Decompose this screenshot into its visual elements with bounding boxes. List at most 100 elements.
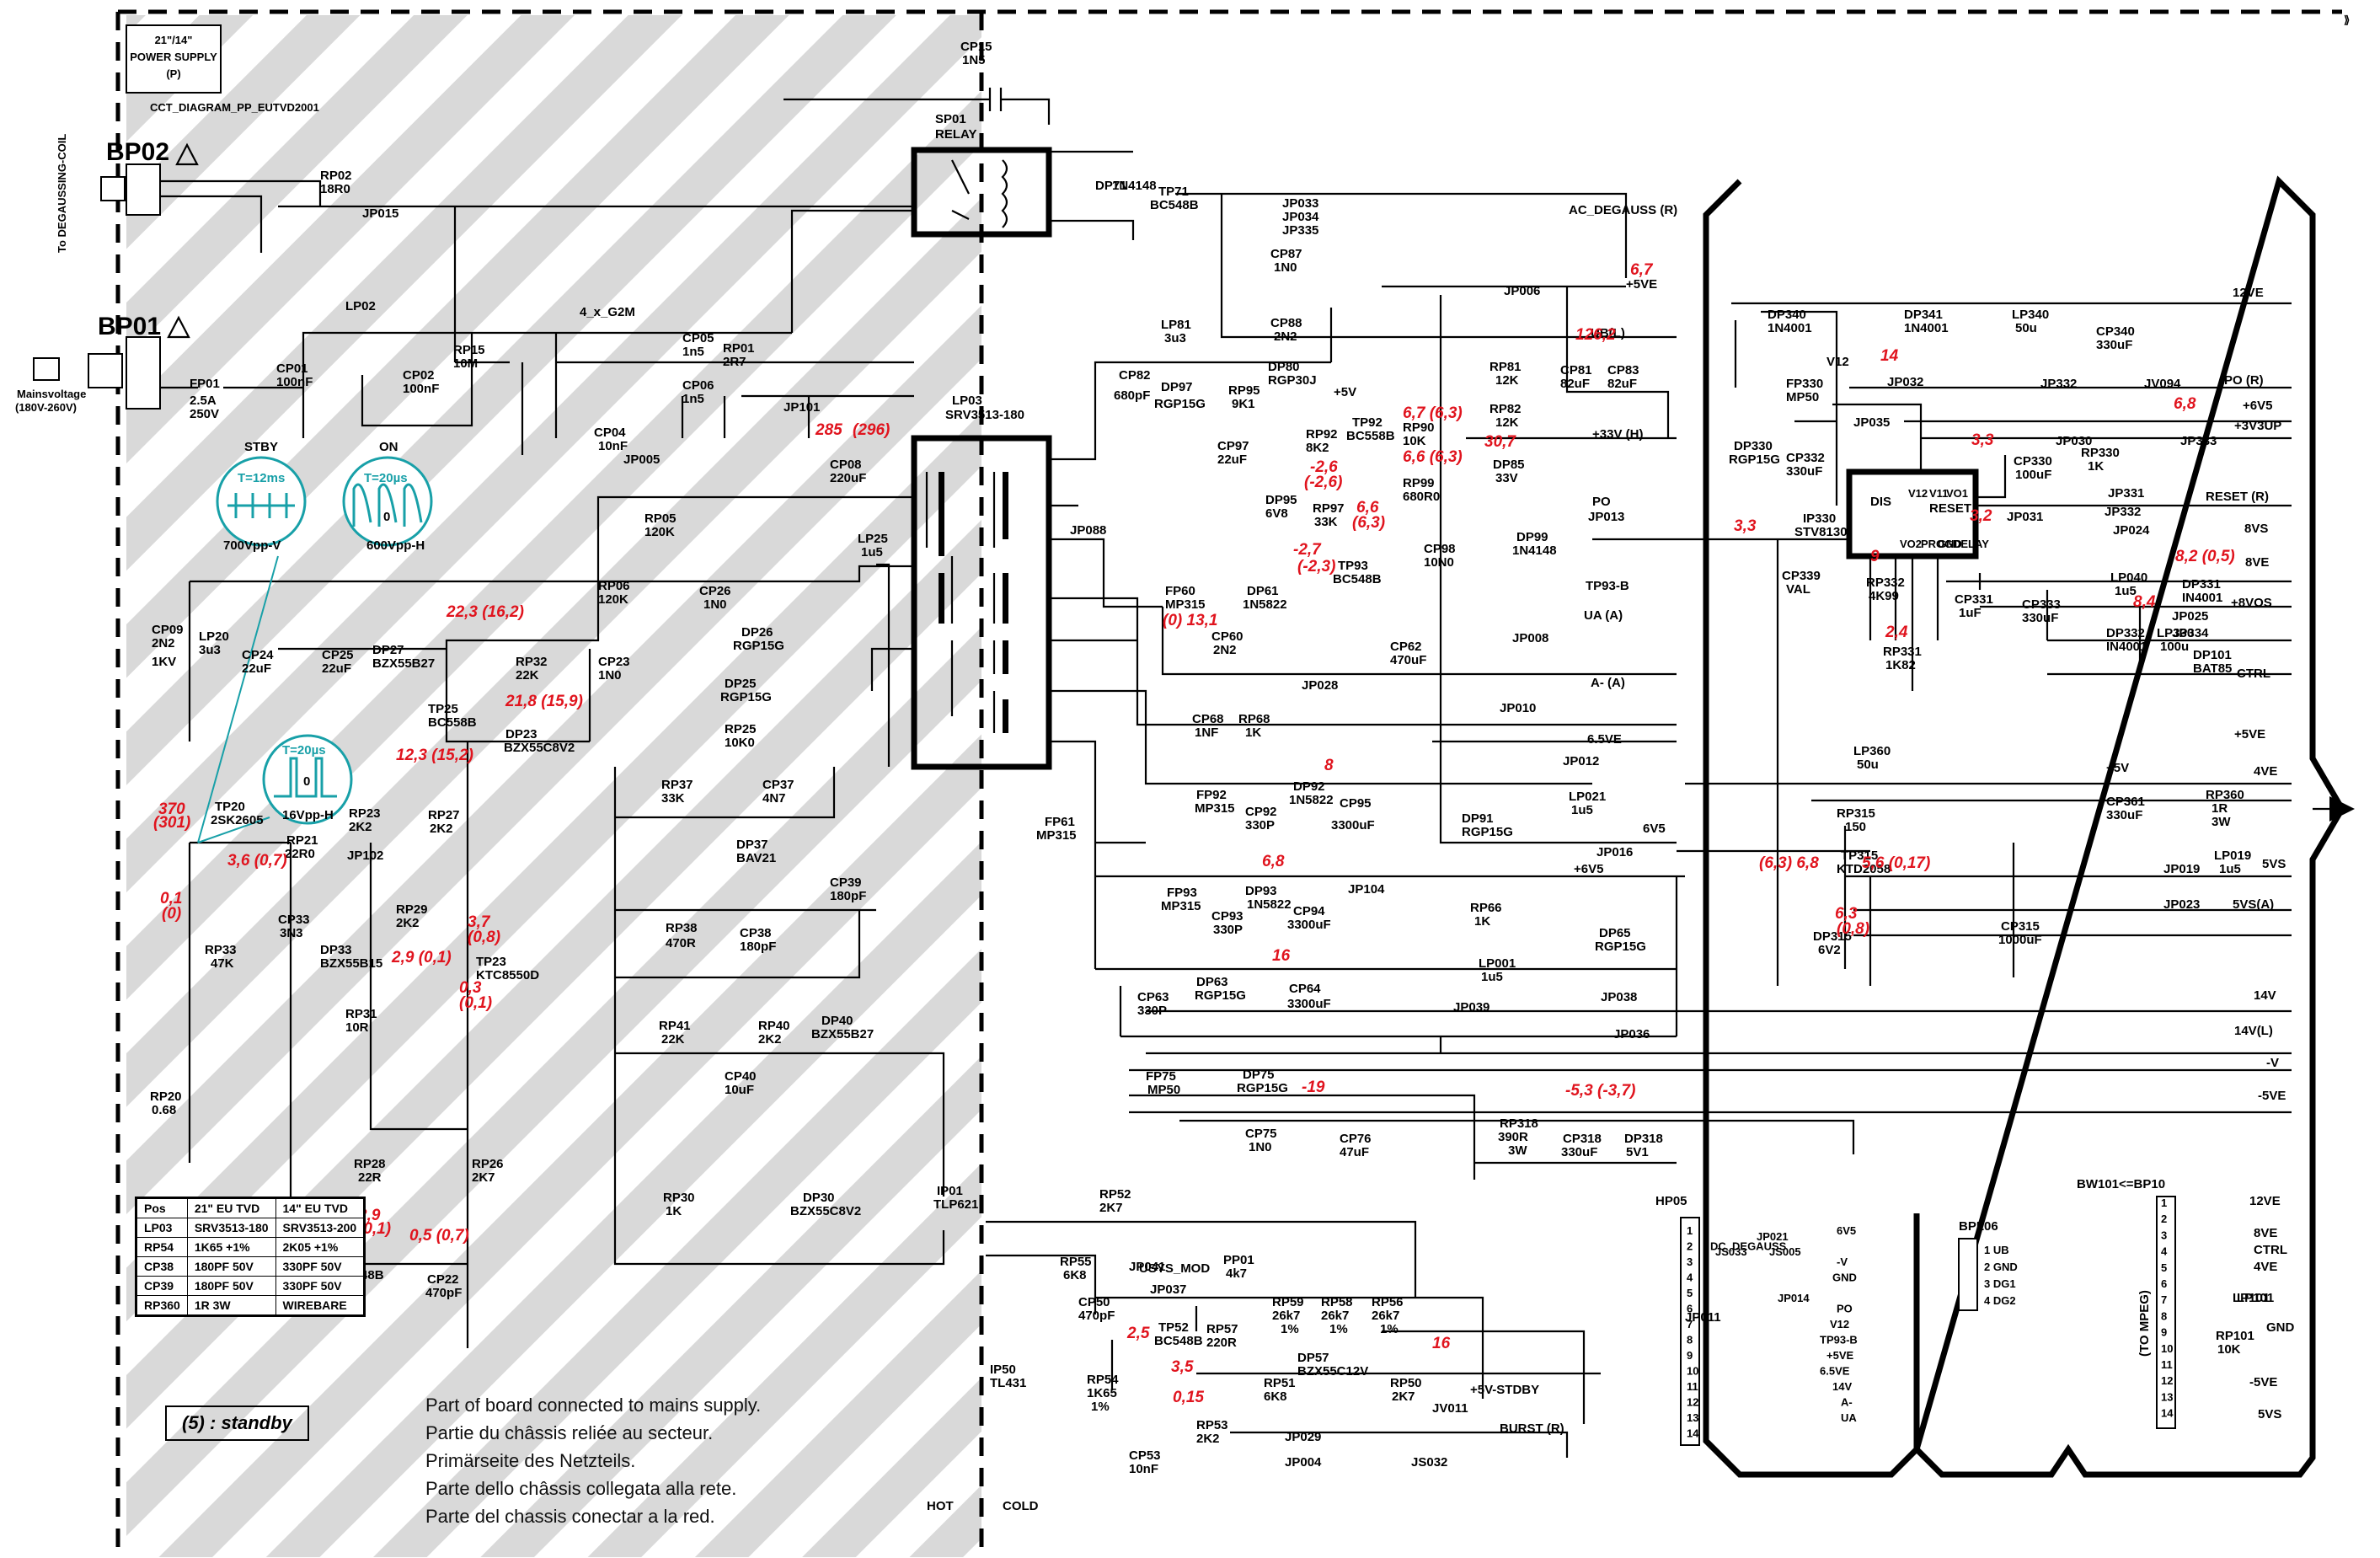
components-cp26: CP26 [699, 584, 731, 598]
jumpers-jp005: JP005 [623, 452, 660, 467]
voltage-measurement: 126,2 [1575, 326, 1616, 344]
components-rp101-val: 10K [2217, 1342, 2241, 1357]
components-pp01: PP01 [1223, 1253, 1254, 1267]
bw101-name: BW101<=BP10 [2077, 1177, 2165, 1191]
components-rp32: RP32 [516, 655, 548, 669]
rails-usys-mod: USYS_MOD [1139, 1261, 1210, 1276]
rails-ctrl: CTRL [2237, 667, 2270, 681]
components-fp92: FP92 [1196, 788, 1227, 802]
ic330-pin-vo2: VO2 [1900, 538, 1922, 550]
components-cp02: CP02 [403, 368, 435, 383]
components-dp26: DP26 [741, 625, 773, 640]
components-rp41-val: 22K [661, 1032, 685, 1047]
components-dp101: DP101 [2193, 648, 2232, 662]
components-rp31-val: 10R [345, 1020, 369, 1035]
components-dp25: DP25 [725, 677, 757, 691]
components-dp97: DP97 [1161, 380, 1193, 394]
components-cp332-val: 330uF [1786, 464, 1822, 479]
voltage-measurement: 2,9 (0,1) [391, 949, 452, 966]
components-rp02-val: 18R0 [320, 182, 350, 196]
voltage-measurement: 370 [158, 800, 185, 818]
jumpers-jp088: JP088 [1070, 523, 1106, 538]
table-cell: 180PF 50V [186, 1276, 276, 1296]
voltage-measurement: 3,3 [1734, 517, 1757, 535]
voltage-measurement: (6,3) 6,8 [1759, 854, 1819, 872]
components-cp330-val: 100uF [2015, 468, 2051, 482]
components-rp315: RP315 [1837, 806, 1875, 821]
components-cp39-val: 180pF [830, 889, 866, 903]
components-rp26: RP26 [472, 1157, 504, 1171]
rails-plus5ve-r: +5VE [2234, 727, 2265, 742]
components-cp33-val: 3N3 [280, 926, 303, 940]
hp05-pin-label: DC_DEGAUSS [1710, 1240, 1787, 1253]
table-cell: RP360 [136, 1295, 188, 1316]
components-cp09-v: 1KV [152, 655, 176, 669]
components-dp25-type: RGP15G [720, 690, 772, 704]
components-cp333-val: 330uF [2022, 611, 2058, 625]
output-arrow-icon [2329, 796, 2355, 822]
components-dp80-type: RGP30J [1268, 373, 1317, 388]
bp01-warning-icon [167, 315, 190, 339]
hp05-pin-label: 14V [1832, 1380, 1852, 1393]
components-cp06-val: 1n5 [682, 392, 704, 406]
components-dp23-type: BZX55C8V2 [504, 741, 575, 755]
ic330-pin-reset: RESET [1929, 501, 1971, 516]
jumpers-jp031: JP031 [2007, 510, 2043, 524]
components-cp23-val: 1N0 [598, 668, 622, 683]
components-dp92-type: 1N5822 [1289, 793, 1334, 807]
voltage-measurement: 8,2 (0,5) [2175, 548, 2235, 565]
components-cp62-val: 470uF [1390, 653, 1426, 667]
components-tp20-type: 2SK2605 [211, 813, 264, 827]
components-rp318-w: 3W [1508, 1143, 1527, 1158]
ic330-pin-gnd: GND [1938, 538, 1962, 550]
components-rp56-tol: 1% [1380, 1322, 1399, 1336]
components-rp02: RP02 [320, 169, 352, 183]
jumpers-jp012: JP012 [1563, 754, 1599, 768]
hp05-jumper: JP014 [1778, 1292, 1810, 1304]
components-rp92-val: 8K2 [1306, 441, 1329, 455]
hp05-pin-label: +5VE [1826, 1349, 1853, 1362]
voltage-measurement: (301) [153, 814, 190, 832]
components-cp76-val: 47uF [1340, 1145, 1369, 1159]
components-cp339-val: VAL [1786, 582, 1810, 597]
components-rp53: RP53 [1196, 1418, 1228, 1432]
components-dp26-type: RGP15G [733, 639, 784, 653]
on-period: T=20µs [364, 471, 408, 485]
jumpers-jp035: JP035 [1853, 415, 1890, 430]
components-cp04-val: 10nF [598, 439, 628, 453]
bw101-pin-number: 14 [2161, 1407, 2174, 1420]
components-fp93: FP93 [1167, 886, 1197, 900]
legend-line-it: Parte dello châssis collegata alla rete. [425, 1478, 737, 1499]
components-lp019-val: 1u5 [2219, 862, 2241, 876]
bw101-pin-number: 13 [2161, 1390, 2173, 1403]
bw101-label-8ve: 8VE [2254, 1226, 2277, 1240]
bw101-label-5ve: -5VE [2249, 1375, 2277, 1389]
components-cp98-val: 10N0 [1424, 555, 1454, 570]
components-bridge: 4_x_G2M [580, 305, 635, 319]
legend-line-fr: Partie du châssis reliée au secteur. [425, 1422, 714, 1443]
components-cp05: CP05 [682, 331, 714, 345]
components-rp81: RP81 [1490, 360, 1522, 374]
table-cell: 2K05 +1% [275, 1237, 366, 1257]
mains-label: Mainsvoltage [17, 388, 86, 400]
components-dp27-type: BZX55B27 [372, 656, 435, 671]
components-cp95: CP95 [1340, 796, 1372, 811]
components-dp331-type: IN4001 [2182, 591, 2222, 605]
bw101-label-gnd: GND [2266, 1320, 2295, 1335]
voltage-measurement: 22,3 (16,2) [446, 603, 524, 621]
components-rp25: RP25 [725, 722, 757, 736]
hp05-name: HP05 [1655, 1194, 1687, 1208]
components-tp93-type: BC548B [1333, 572, 1382, 586]
components-rp57: RP57 [1206, 1322, 1238, 1336]
components-dp315-type: 6V2 [1818, 943, 1841, 957]
components-rp55-val: 6K8 [1063, 1268, 1087, 1282]
components-cp53: CP53 [1129, 1448, 1161, 1463]
jumpers-jp033: JP033 [1282, 196, 1318, 211]
components-rp59-tol: 1% [1281, 1322, 1299, 1336]
components-fp61-type: MP315 [1036, 828, 1077, 843]
components-cp50-val: 470pF [1078, 1309, 1115, 1323]
components-lp330-val: 100u [2160, 640, 2189, 654]
voltage-measurement: 0,1 [160, 890, 182, 907]
components-rp51: RP51 [1264, 1376, 1296, 1390]
hp05-pin-number: 6 [1687, 1303, 1693, 1315]
